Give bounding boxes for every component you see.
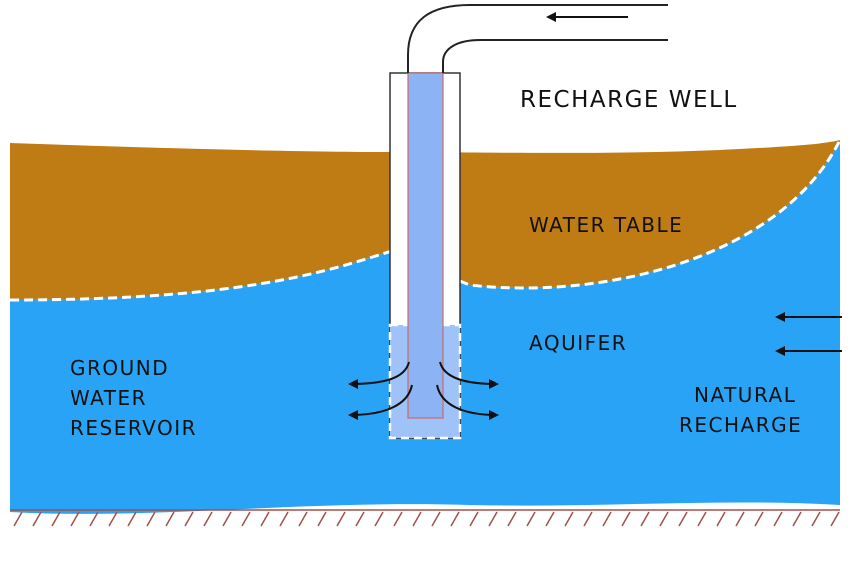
bedrock-hatch-mark: [317, 511, 327, 527]
outflow-arrow-left-upper-icon: [348, 361, 410, 389]
bedrock-hatch-mark: [431, 511, 441, 527]
bedrock-hatch-mark: [659, 511, 669, 527]
ground-water-reservoir-label-line-3: RESERVOIR: [70, 416, 197, 440]
bedrock-hatch-mark: [203, 511, 213, 527]
bedrock-hatch-mark: [70, 511, 80, 527]
bedrock-hatch-mark: [108, 511, 118, 527]
bedrock-hatch-mark: [32, 511, 42, 527]
bedrock-hatch-mark: [184, 511, 194, 527]
bedrock-hatch-mark: [773, 511, 783, 527]
bedrock-hatch-mark: [697, 511, 707, 527]
bedrock-hatch-mark: [165, 511, 175, 527]
bedrock-hatch: [13, 511, 840, 527]
bedrock-hatch-mark: [830, 511, 840, 527]
outflow-arrow-right-upper-icon: [439, 361, 499, 389]
bedrock-hatch-mark: [146, 511, 156, 527]
bedrock-hatch-mark: [678, 511, 688, 527]
bedrock-hatch-mark: [526, 511, 536, 527]
aquifer-label: AQUIFER: [529, 331, 627, 355]
bedrock-hatch-mark: [355, 511, 365, 527]
bedrock-hatch-mark: [374, 511, 384, 527]
natural-recharge-label-line-1: NATURAL: [694, 383, 796, 407]
bedrock-hatch-mark: [241, 511, 251, 527]
water-table-label: WATER TABLE: [529, 213, 683, 237]
bedrock-hatch-mark: [754, 511, 764, 527]
natural-recharge-label-line-2: RECHARGE: [679, 413, 802, 437]
outflow-arrow-right-lower-icon: [436, 384, 499, 420]
bedrock-hatch-mark: [621, 511, 631, 527]
bedrock-hatch-mark: [298, 511, 308, 527]
bedrock-hatch-mark: [488, 511, 498, 527]
bedrock-hatch-mark: [51, 511, 61, 527]
ground-water-reservoir-label-line-2: WATER: [70, 386, 147, 410]
bedrock-hatch-mark: [260, 511, 270, 527]
outflow-arrow-left-lower-icon: [348, 384, 413, 420]
bedrock-hatch-mark: [583, 511, 593, 527]
inflow-pipe-outer: [407, 4, 668, 73]
well-inner-pipe: [407, 72, 444, 419]
bedrock-hatch-mark: [393, 511, 403, 527]
bedrock-hatch-mark: [469, 511, 479, 527]
bedrock-hatch-mark: [602, 511, 612, 527]
bedrock-hatch-mark: [507, 511, 517, 527]
bedrock-hatch-mark: [545, 511, 555, 527]
bedrock-hatch-mark: [564, 511, 574, 527]
ground-water-reservoir-label-line-1: GROUND: [70, 356, 169, 380]
recharge-well-label: RECHARGE WELL: [520, 87, 738, 113]
bedrock-hatch-mark: [792, 511, 802, 527]
bedrock-hatch-mark: [640, 511, 650, 527]
bedrock-hatch-mark: [450, 511, 460, 527]
bedrock-hatch-mark: [279, 511, 289, 527]
bedrock-hatch-mark: [811, 511, 821, 527]
bedrock-hatch-mark: [222, 511, 232, 527]
bedrock-hatch-mark: [735, 511, 745, 527]
bedrock-hatch-mark: [412, 511, 422, 527]
bedrock-hatch-mark: [89, 511, 99, 527]
bedrock-hatch-mark: [13, 511, 23, 527]
bedrock-hatch-mark: [127, 511, 137, 527]
inflow-pipe-inner: [442, 39, 668, 73]
bedrock-hatch-mark: [336, 511, 346, 527]
bedrock-hatch-mark: [716, 511, 726, 527]
